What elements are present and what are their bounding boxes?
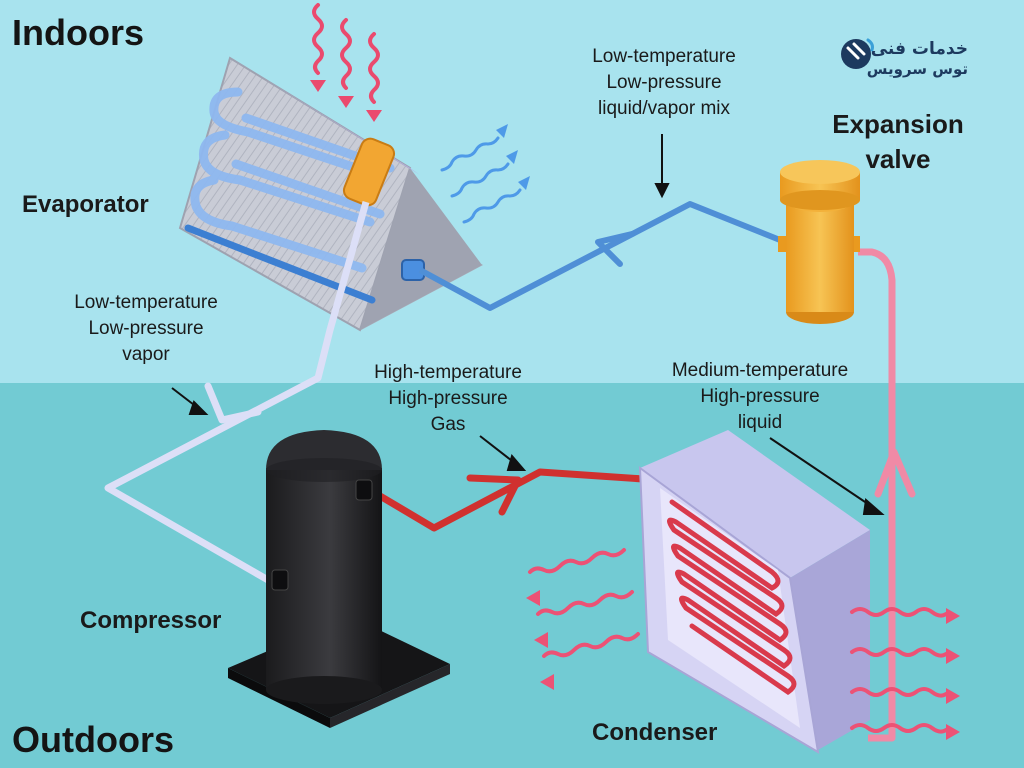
logo-line-2: توس سرویس bbox=[867, 60, 968, 78]
annotation-line: vapor bbox=[122, 344, 170, 365]
annotation-line: liquid bbox=[738, 412, 782, 433]
annotation-high-temp-gas: High-temperature High-pressure Gas bbox=[374, 362, 522, 435]
high-pressure-liquid-pipe bbox=[858, 248, 896, 742]
high-pressure-gas-pipe bbox=[368, 468, 659, 532]
label-evaporator: Evaporator bbox=[22, 191, 149, 218]
annotation-line: High-pressure bbox=[388, 388, 507, 409]
expansion-valve-body bbox=[778, 160, 860, 324]
flow-arrow-red bbox=[466, 474, 522, 516]
compressor-body bbox=[228, 430, 450, 728]
heat-out-arrows-left bbox=[526, 548, 640, 690]
label-expansion-valve-1: Expansion bbox=[832, 109, 963, 139]
condenser-unit bbox=[638, 430, 870, 754]
annotation-low-temp-vapor: Low-temperature Low-pressure vapor bbox=[74, 292, 218, 365]
cool-air-arrows bbox=[440, 124, 530, 224]
annotation-line: Low-pressure bbox=[606, 72, 721, 93]
annotation-line: Low-temperature bbox=[592, 46, 736, 67]
label-condenser: Condenser bbox=[592, 719, 717, 746]
flow-arrow-pink bbox=[874, 448, 916, 498]
brand-logo: خدمات فنی توس سرویس bbox=[841, 38, 968, 78]
annotation-line: High-temperature bbox=[374, 362, 522, 383]
label-compressor: Compressor bbox=[80, 607, 221, 634]
callout-pointers bbox=[171, 134, 885, 515]
flow-arrow-vapor bbox=[204, 382, 262, 424]
annotation-medium-temp-liquid: Medium-temperature High-pressure liquid bbox=[672, 360, 848, 433]
annotation-line: Gas bbox=[431, 414, 466, 435]
annotation-line: Medium-temperature bbox=[672, 360, 848, 381]
outdoor-background bbox=[0, 383, 1024, 768]
annotation-low-temp-mix: Low-temperature Low-pressure liquid/vapo… bbox=[592, 46, 736, 119]
annotation-line: Low-pressure bbox=[88, 318, 203, 339]
annotation-line: Low-temperature bbox=[74, 292, 218, 313]
logo-line-1: خدمات فنی bbox=[871, 39, 968, 59]
zone-label-outdoors: Outdoors bbox=[12, 719, 174, 760]
annotation-line: liquid/vapor mix bbox=[598, 98, 730, 119]
label-expansion-valve-2: valve bbox=[865, 144, 930, 174]
annotation-line: High-pressure bbox=[700, 386, 819, 407]
zone-label-indoors: Indoors bbox=[12, 12, 144, 53]
heat-in-arrows-indoor bbox=[310, 3, 382, 122]
heat-out-arrows-right bbox=[850, 607, 960, 740]
flow-arrow-blue bbox=[595, 231, 635, 267]
low-pressure-liquid-pipe bbox=[418, 201, 792, 311]
